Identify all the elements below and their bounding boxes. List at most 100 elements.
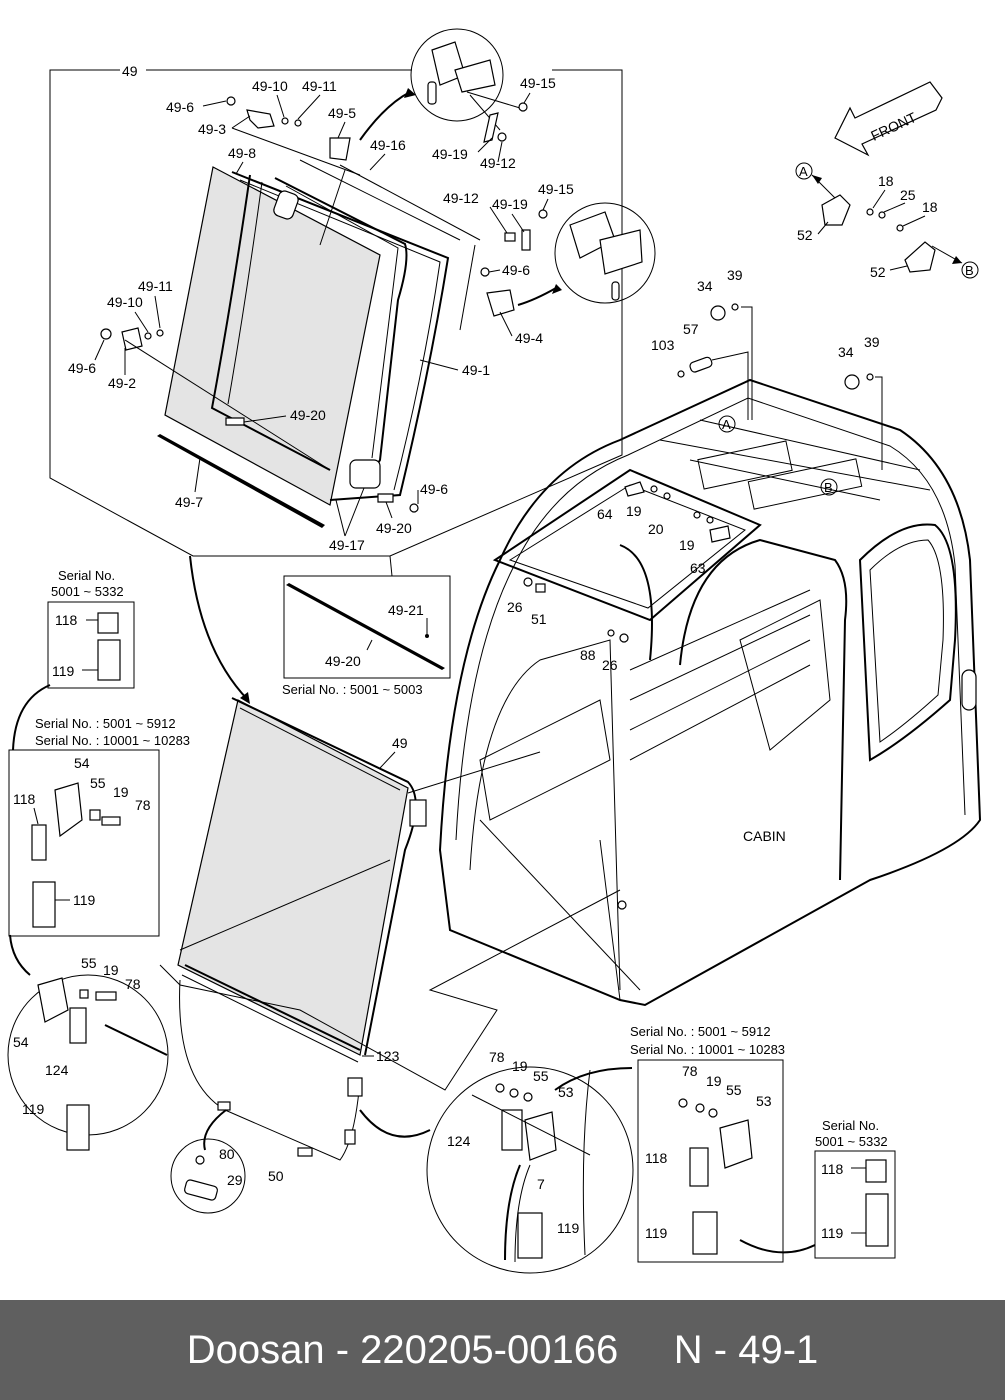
part-label-l49-11b: 49-11 — [138, 278, 173, 294]
part-label-l55a: 55 — [90, 775, 106, 791]
part-label-l49-3: 49-3 — [198, 121, 226, 137]
part-label-l52b: 52 — [870, 264, 886, 280]
front-direction-arrow: FRONT — [834, 81, 943, 157]
part-label-l49-15b: 49-15 — [538, 181, 574, 197]
part-label-l49-4: 49-4 — [515, 330, 543, 346]
small-hardware — [100, 96, 531, 513]
part-label-l49-11a: 49-11 — [302, 78, 337, 94]
part-label-l64: 64 — [597, 506, 613, 522]
part-label-s3: Serial No. : 5001 ~ 5003 — [282, 682, 423, 697]
footer-gap — [618, 1328, 674, 1373]
detail-serial-5332-right: Serial No. 5001 ~ 5332 118 119 — [814, 1118, 896, 1259]
part-label-l7: 7 — [537, 1176, 545, 1192]
part-label-l49-15a: 49-15 — [520, 75, 556, 91]
detail-serial-5912-right: Serial No. : 5001 ~ 5912 Serial No. : 10… — [630, 1024, 816, 1263]
part-label-l19e: 19 — [512, 1058, 528, 1074]
part-label-l18a: 18 — [878, 173, 894, 189]
part-label-l119b: 119 — [73, 892, 96, 908]
part-label-l119f: 119 — [821, 1225, 844, 1241]
weather-strip — [157, 434, 325, 528]
part-label-l119c: 119 — [22, 1101, 45, 1117]
part-label-l55c: 55 — [533, 1068, 549, 1084]
part-label-l53b: 53 — [756, 1093, 772, 1109]
part-label-l19b: 19 — [679, 537, 695, 553]
part-label-l26b: 26 — [602, 657, 618, 673]
part-label-l19c: 19 — [113, 784, 129, 800]
assembly-49-frame — [49, 69, 623, 557]
bracket-detail: A B 18 25 18 52 52 — [795, 162, 979, 280]
part-label-l57: 57 — [683, 321, 699, 337]
part-label-l78a: 78 — [135, 797, 151, 813]
part-label-l19a: 19 — [626, 503, 642, 519]
footer-part-number: 220205-00166 — [360, 1327, 619, 1372]
part-label-l124b: 124 — [447, 1133, 471, 1149]
part-label-s1b: 5001 ~ 5332 — [51, 584, 124, 599]
part-label-l54a: 54 — [74, 755, 90, 771]
part-label-s5a: Serial No. — [822, 1118, 879, 1133]
cabin-callouts: A B 34 39 103 57 34 39 64 19 20 19 63 26… — [507, 267, 883, 673]
detail-circle-handle: 80 29 — [170, 1109, 246, 1214]
part-label-l49b: 49 — [392, 735, 408, 751]
part-label-s5b: 5001 ~ 5332 — [815, 1134, 888, 1149]
part-label-l49-16: 49-16 — [370, 137, 406, 153]
part-label-l34a: 34 — [697, 278, 713, 294]
detail-serial-5912-left: Serial No. : 5001 ~ 5912 Serial No. : 10… — [8, 716, 190, 976]
part-label-l34b: 34 — [838, 344, 854, 360]
footer-separator: - — [324, 1327, 361, 1372]
part-label-s2a: Serial No. : 5001 ~ 5912 — [35, 716, 176, 731]
part-label-l49-6a: 49-6 — [166, 99, 194, 115]
part-label-l49-10a: 49-10 — [252, 78, 288, 94]
part-label-l78b: 78 — [125, 976, 141, 992]
part-label-l49-12b: 49-12 — [443, 190, 479, 206]
part-label-l123: 123 — [376, 1048, 400, 1064]
part-label-l118d: 118 — [821, 1161, 844, 1177]
leader-lines-49 — [94, 92, 549, 537]
parts-diagram: 49 49-10 49-11 49-6 49-3 49-5 49-8 49-16… — [7, 28, 982, 1274]
part-label-l49-1: 49-1 — [462, 362, 490, 378]
part-label-l119a: 119 — [52, 663, 75, 679]
part-label-l54b: 54 — [13, 1034, 29, 1050]
part-label-l25: 25 — [900, 187, 916, 203]
part-label-l63: 63 — [690, 560, 706, 576]
part-label-lA1: A — [799, 164, 808, 179]
footer-page-ref: N - 49-1 — [673, 1327, 819, 1372]
part-label-l29: 29 — [227, 1172, 243, 1188]
part-label-l119e: 119 — [645, 1225, 668, 1241]
part-label-l49-19b: 49-19 — [492, 196, 528, 212]
strip-detail-box: 49-21 49-20 Serial No. : 5001 ~ 5003 — [189, 555, 451, 704]
part-label-l124a: 124 — [45, 1062, 69, 1078]
part-label-l55d: 55 — [726, 1082, 742, 1098]
part-label-l20: 20 — [648, 521, 664, 537]
part-label-l49: 49 — [122, 63, 138, 79]
part-label-l51: 51 — [531, 611, 547, 627]
part-label-s2b: Serial No. : 10001 ~ 10283 — [35, 733, 190, 748]
part-label-l49-2: 49-2 — [108, 375, 136, 391]
part-label-l103: 103 — [651, 337, 675, 353]
part-label-l50: 50 — [268, 1168, 284, 1184]
part-label-l49-19a: 49-19 — [432, 146, 468, 162]
part-label-lA2: A — [722, 417, 731, 432]
detail-serial-5332-left: Serial No. 5001 ~ 5332 118 119 — [12, 568, 135, 751]
part-label-l39b: 39 — [864, 334, 880, 350]
hinge-detail-top — [359, 28, 528, 143]
part-label-l49-8: 49-8 — [228, 145, 256, 161]
footer-brand: Doosan — [186, 1327, 325, 1372]
cabin-door: 49 50 123 — [159, 697, 621, 1184]
part-label-l49-17: 49-17 — [329, 537, 365, 553]
part-label-s4b: Serial No. : 10001 ~ 10283 — [630, 1042, 785, 1057]
part-label-lB2: B — [824, 480, 833, 495]
part-label-l55b: 55 — [81, 955, 97, 971]
part-label-l49-6b: 49-6 — [502, 262, 530, 278]
part-label-l53a: 53 — [558, 1084, 574, 1100]
footer-bar: Doosan - 220205-00166 N - 49-1 — [0, 1300, 1005, 1400]
part-label-l49-7: 49-7 — [175, 494, 203, 510]
part-label-l52a: 52 — [797, 227, 813, 243]
part-label-l49-6d: 49-6 — [420, 481, 448, 497]
part-label-l39a: 39 — [727, 267, 743, 283]
part-label-s4a: Serial No. : 5001 ~ 5912 — [630, 1024, 771, 1039]
part-label-l78d: 78 — [682, 1063, 698, 1079]
hinge-detail-right — [517, 202, 656, 306]
part-label-l49-10b: 49-10 — [107, 294, 143, 310]
part-label-l49-6c: 49-6 — [68, 360, 96, 376]
part-label-l119d: 119 — [557, 1220, 580, 1236]
